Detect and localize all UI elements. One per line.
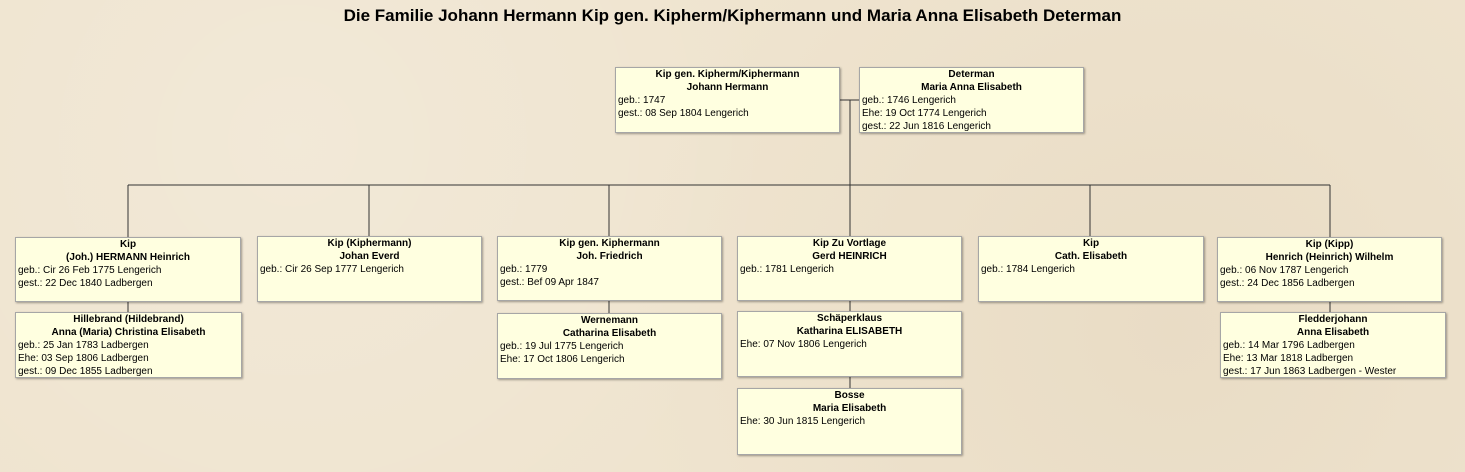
person-fact: gest.: 17 Jun 1863 Ladbergen - Wester bbox=[1223, 366, 1397, 377]
person-fact: geb.: 1781 Lengerich bbox=[740, 264, 834, 275]
person-surname: Bosse bbox=[834, 390, 865, 401]
person-box-child-2[interactable]: Kip (Kiphermann) Johan Everd geb.: Cir 26 … bbox=[257, 236, 482, 302]
person-fact: Ehe: 17 Oct 1806 Lengerich bbox=[500, 354, 625, 365]
person-given-names: Gerd HEINRICH bbox=[812, 251, 887, 262]
person-fact: gest.: Bef 09 Apr 1847 bbox=[500, 277, 599, 288]
person-fact: geb.: 14 Mar 1796 Ladbergen bbox=[1223, 340, 1355, 351]
person-fact: Ehe: 13 Mar 1818 Ladbergen bbox=[1223, 353, 1354, 364]
person-given-names: Cath. Elisabeth bbox=[1054, 251, 1128, 262]
person-fact: gest.: 22 Jun 1816 Lengerich bbox=[862, 121, 991, 132]
person-fact: Ehe: 03 Sep 1806 Ladbergen bbox=[18, 353, 149, 364]
person-surname: Kip bbox=[1082, 238, 1100, 249]
person-given-names: Maria Elisabeth bbox=[812, 403, 887, 414]
person-surname: Kip gen. Kipherm/Kiphermann bbox=[655, 69, 800, 80]
person-fact: geb.: 1746 Lengerich bbox=[862, 95, 956, 106]
person-surname: Kip (Kipp) bbox=[1305, 239, 1354, 250]
person-given-names: Joh. Friedrich bbox=[576, 251, 643, 262]
person-fact: gest.: 08 Sep 1804 Lengerich bbox=[618, 108, 749, 119]
person-given-names: Anna Elisabeth bbox=[1296, 327, 1370, 338]
person-surname: Fledderjohann bbox=[1298, 314, 1368, 325]
person-box-child-6[interactable]: Kip (Kipp) Henrich (Heinrich) Wilhelm geb.… bbox=[1217, 237, 1442, 302]
person-fact: Ehe: 19 Oct 1774 Lengerich bbox=[862, 108, 987, 119]
person-given-names: Henrich (Heinrich) Wilhelm bbox=[1265, 252, 1394, 263]
person-fact: geb.: 06 Nov 1787 Lengerich bbox=[1220, 265, 1349, 276]
person-box-child-1[interactable]: Kip (Joh.) HERMANN Heinrich geb.: Cir 26 F… bbox=[15, 237, 241, 302]
person-given-names: Anna (Maria) Christina Elisabeth bbox=[51, 327, 206, 338]
person-given-names: Catharina Elisabeth bbox=[562, 328, 657, 339]
person-fact: geb.: 19 Jul 1775 Lengerich bbox=[500, 341, 624, 352]
person-surname: Kip gen. Kiphermann bbox=[559, 238, 660, 249]
person-surname: Kip Zu Vortlage bbox=[812, 238, 887, 249]
person-surname: Kip bbox=[119, 239, 137, 250]
person-fact: geb.: Cir 26 Feb 1775 Lengerich bbox=[18, 265, 162, 276]
person-surname: Kip (Kiphermann) bbox=[327, 238, 412, 249]
chart-title: Die Familie Johann Hermann Kip gen. Kiph… bbox=[343, 6, 1122, 25]
person-given-names: Katharina ELISABETH bbox=[796, 326, 903, 337]
person-fact: geb.: 1779 bbox=[500, 264, 548, 275]
person-given-names: Maria Anna Elisabeth bbox=[921, 82, 1022, 93]
person-fact: geb.: 25 Jan 1783 Ladbergen bbox=[18, 340, 149, 351]
person-surname: Wernemann bbox=[580, 315, 639, 326]
person-fact: Ehe: 30 Jun 1815 Lengerich bbox=[740, 416, 866, 427]
person-fact: geb.: Cir 26 Sep 1777 Lengerich bbox=[260, 264, 404, 275]
person-surname: Hillebrand (Hildebrand) bbox=[73, 314, 184, 325]
person-fact: gest.: 24 Dec 1856 Ladbergen bbox=[1220, 278, 1355, 289]
person-fact: Ehe: 07 Nov 1806 Lengerich bbox=[740, 339, 867, 350]
person-fact: gest.: 22 Dec 1840 Ladbergen bbox=[18, 278, 153, 289]
person-surname: Schäperklaus bbox=[816, 313, 883, 324]
spouse-box-child-1[interactable]: Hillebrand (Hildebrand) Anna (Maria) Chri… bbox=[15, 312, 242, 378]
person-fact: gest.: 09 Dec 1855 Ladbergen bbox=[18, 366, 153, 377]
person-fact: geb.: 1747 bbox=[618, 95, 666, 106]
person-given-names: Johan Everd bbox=[339, 251, 400, 262]
person-given-names: Johann Hermann bbox=[686, 82, 769, 93]
person-given-names: (Joh.) HERMANN Heinrich bbox=[66, 252, 190, 263]
person-surname: Determan bbox=[948, 69, 995, 80]
person-fact: geb.: 1784 Lengerich bbox=[981, 264, 1075, 275]
